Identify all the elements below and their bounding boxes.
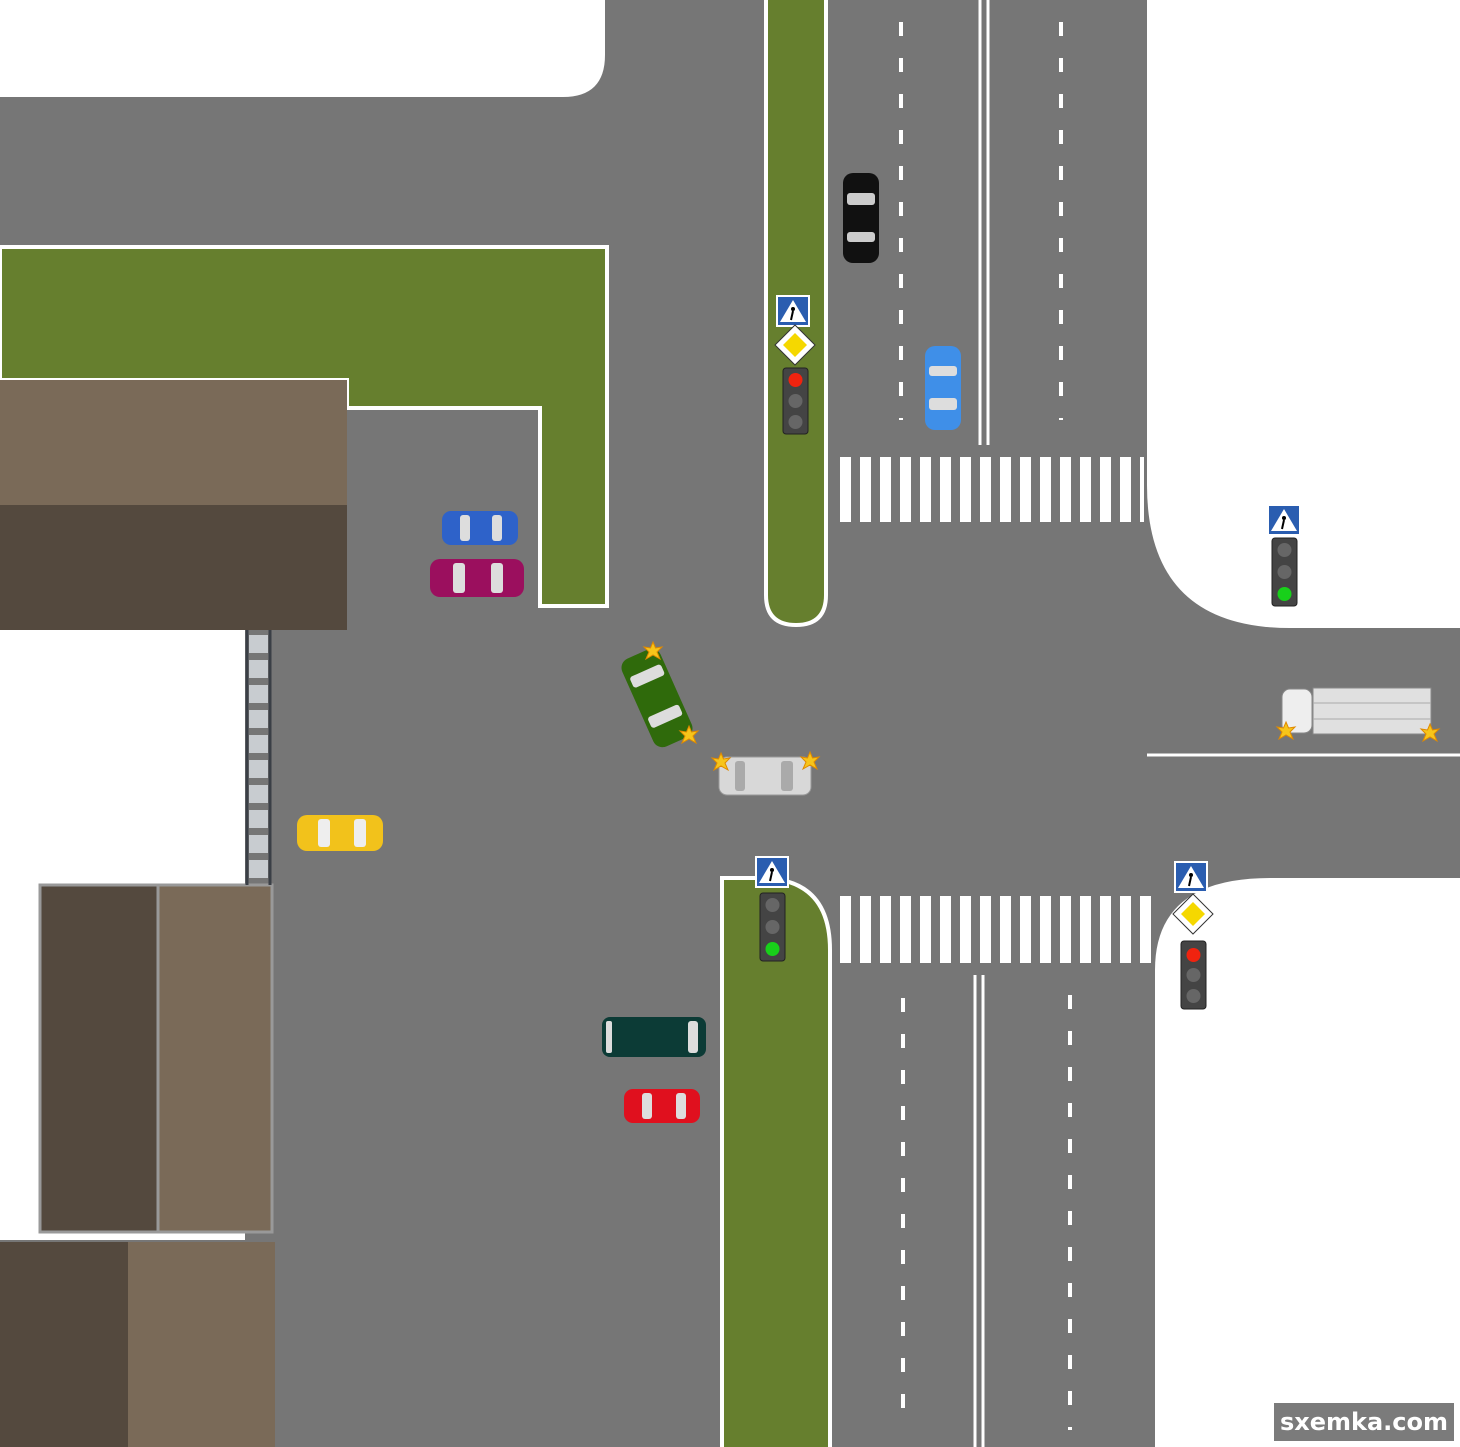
white-truck xyxy=(1281,687,1432,735)
light-blue-car xyxy=(925,346,961,430)
white-car xyxy=(718,756,812,796)
blue-parked-car xyxy=(442,511,518,545)
top-left-block xyxy=(0,0,605,97)
watermark: sxemka.com xyxy=(1274,1403,1454,1441)
pedestrian-crossing-sign-icon xyxy=(1174,861,1208,893)
dark-teal-van xyxy=(602,1017,706,1057)
traffic-light-green-icon xyxy=(759,892,786,962)
building-roof xyxy=(0,505,347,630)
yellow-taxi xyxy=(297,815,383,851)
top-right-block xyxy=(1147,0,1460,628)
traffic-light-red-icon xyxy=(782,367,809,435)
crosswalk-north xyxy=(832,457,1144,522)
red-car xyxy=(624,1089,700,1123)
traffic-light-red-icon xyxy=(1180,940,1207,1010)
building-roof xyxy=(156,883,274,1234)
fence xyxy=(245,630,272,885)
black-car xyxy=(843,173,879,263)
traffic-light-green-icon xyxy=(1271,537,1298,607)
building-roof xyxy=(128,1242,275,1447)
fence-rails xyxy=(249,635,268,878)
green-car xyxy=(621,648,693,748)
building-roof xyxy=(38,883,160,1234)
priority-road-sign-icon xyxy=(774,324,816,366)
pedestrian-crossing-sign-icon xyxy=(755,856,789,888)
building-roof xyxy=(0,380,347,505)
crosswalk-south xyxy=(834,896,1152,963)
building-roof xyxy=(0,1242,128,1447)
magenta-parked-car xyxy=(430,559,524,597)
south-median xyxy=(720,876,832,1447)
bottom-right-block xyxy=(1155,878,1460,1447)
pedestrian-crossing-sign-icon xyxy=(776,295,810,327)
pedestrian-crossing-sign-icon xyxy=(1267,504,1301,536)
priority-road-sign-icon xyxy=(1172,893,1214,935)
lane-markings xyxy=(899,0,1460,1447)
